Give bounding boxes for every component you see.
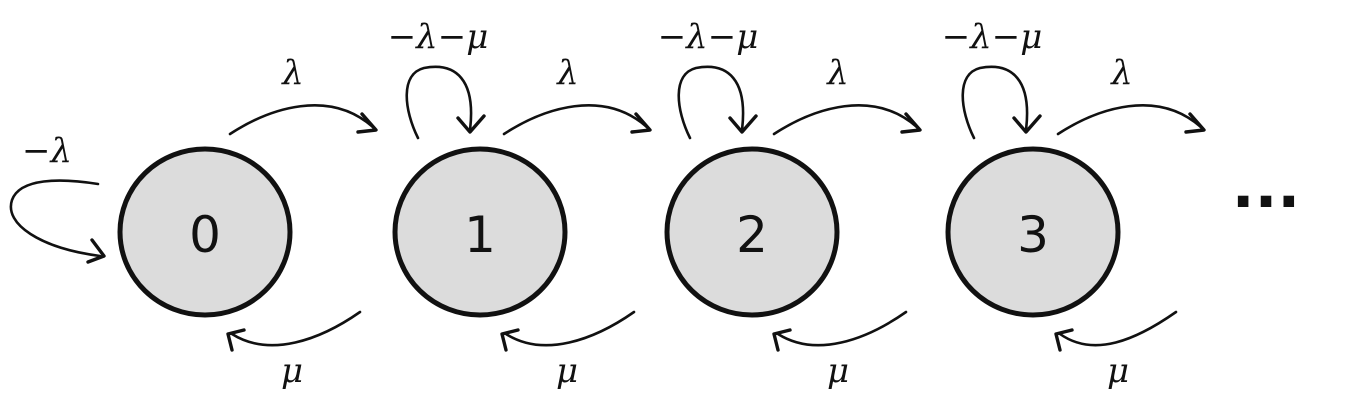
forward-2-3-edge <box>772 104 920 136</box>
state-2: −λ−μ 2 λ μ <box>658 17 922 391</box>
state-2-label: 2 <box>736 206 768 264</box>
state-2-node <box>664 146 840 318</box>
state-1-label: 1 <box>464 206 496 264</box>
back-2-1-rate: μ <box>556 351 578 391</box>
forward-2-3-rate: λ <box>825 53 849 93</box>
forward-2-3-arrowhead <box>900 112 922 134</box>
self-loop-0-rate: −λ <box>22 131 72 171</box>
self-loop-2-arrowhead <box>728 114 758 134</box>
forward-0-1-edge <box>228 104 376 136</box>
self-loop-0-edge <box>9 179 102 258</box>
back-1-0-edge <box>230 310 362 347</box>
self-loop-3-arrowhead <box>1012 114 1042 134</box>
state-3-label: 3 <box>1017 206 1049 264</box>
forward-3-next-edge <box>1056 104 1204 136</box>
forward-1-2-arrowhead <box>630 112 652 134</box>
state-3-node <box>945 146 1121 318</box>
forward-3-next-rate: λ <box>1109 53 1133 93</box>
back-1-0-arrowhead <box>226 328 246 352</box>
state-0: −λ 0 λ μ <box>9 53 378 391</box>
back-2-1-edge <box>504 310 636 347</box>
forward-0-1-arrowhead <box>356 112 378 134</box>
back-2-1-arrowhead <box>500 328 520 352</box>
self-loop-1-arrowhead <box>456 114 486 134</box>
back-next-3-edge <box>1058 310 1178 347</box>
state-3: −λ−μ 3 λ μ <box>942 17 1206 391</box>
state-1-node <box>392 146 568 318</box>
forward-3-next-arrowhead <box>1184 112 1206 134</box>
back-next-3-arrowhead <box>1054 328 1074 352</box>
forward-1-2-rate: λ <box>555 53 579 93</box>
self-loop-2-edge <box>677 65 745 140</box>
forward-1-2-edge <box>502 104 650 136</box>
forward-0-1-rate: λ <box>280 53 304 93</box>
self-loop-0-arrowhead <box>86 238 106 264</box>
back-3-2-rate: μ <box>827 351 849 391</box>
state-0-label: 0 <box>189 206 221 264</box>
back-next-3-rate: μ <box>1107 351 1129 391</box>
self-loop-3-rate: −λ−μ <box>942 17 1043 57</box>
self-loop-2-rate: −λ−μ <box>658 17 759 57</box>
state-1: −λ−μ 1 λ μ <box>388 17 652 391</box>
back-3-2-edge <box>776 310 908 347</box>
self-loop-3-edge <box>961 65 1029 140</box>
self-loop-1-rate: −λ−μ <box>388 17 489 57</box>
back-1-0-rate: μ <box>281 351 303 391</box>
back-3-2-arrowhead <box>772 328 792 352</box>
state-0-node <box>117 146 293 318</box>
continuation-ellipsis: ··· <box>1232 167 1300 237</box>
self-loop-1-edge <box>405 65 473 140</box>
